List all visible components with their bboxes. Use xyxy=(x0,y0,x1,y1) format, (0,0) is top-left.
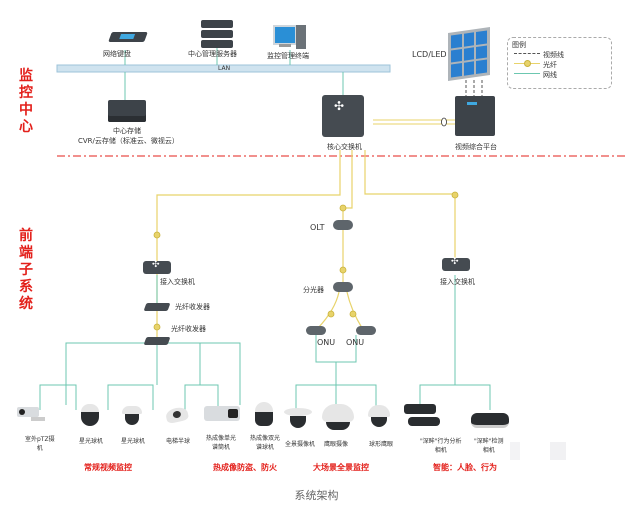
fiber-node xyxy=(339,266,347,274)
camera-eagle-eye[interactable] xyxy=(322,404,354,432)
camera-label: 鹰眼摄像 xyxy=(324,441,349,448)
fiber-node xyxy=(349,310,357,318)
camera-label: 星光球机 xyxy=(79,438,104,445)
cable-swatch xyxy=(514,72,540,74)
network-keyboard-icon[interactable] xyxy=(108,32,148,42)
onu-2-icon[interactable] xyxy=(356,326,376,335)
central-storage-icon[interactable] xyxy=(108,100,146,122)
network-keyboard-label: 网络键盘 xyxy=(103,50,131,58)
camera-label: "深眸"行为分析相机 xyxy=(420,438,462,454)
switch-arrows-icon: ✣ xyxy=(334,99,345,113)
section-frontend-subsystem: 前端子系统 xyxy=(19,228,33,312)
ptz-dome-icon xyxy=(81,412,99,426)
camera-thermal-ptz[interactable] xyxy=(255,402,273,428)
splitter-icon[interactable] xyxy=(333,282,353,292)
fiber-node xyxy=(339,204,347,212)
group-label-thermal: 热成像防盗、防火 xyxy=(213,463,277,472)
dome-camera-icon xyxy=(125,414,139,425)
mini-dome-icon xyxy=(172,410,182,419)
placeholder-shape xyxy=(550,442,566,460)
fiber-transceiver-2-label: 光纤收发器 xyxy=(171,325,206,333)
fiber-transceiver-1-icon[interactable] xyxy=(143,303,171,311)
fiber-ring-icon xyxy=(441,117,447,127)
core-switch-label: 核心交换机 xyxy=(327,143,362,151)
thermal-ptz-icon xyxy=(255,412,273,426)
onu-1-icon[interactable] xyxy=(306,326,326,335)
olt-label: OLT xyxy=(310,223,325,232)
onu-1-label: ONU xyxy=(317,338,336,347)
fiber-transceiver-1-label: 光纤收发器 xyxy=(175,303,210,311)
camera-starlight-dome-2[interactable] xyxy=(122,406,142,426)
central-storage-label: 中心存储 xyxy=(113,127,141,135)
camera-label: 全景摄像机 xyxy=(285,441,316,448)
camera-label: 室外pTZ摄机 xyxy=(25,436,55,452)
legend-item-video-line: 视频线 xyxy=(514,50,564,60)
fiber-swatch xyxy=(514,59,540,67)
fiber-node xyxy=(327,310,335,318)
center-mgmt-server-label: 中心管理服务器 xyxy=(188,50,237,58)
access-switch-right-icon[interactable]: ✣ xyxy=(442,257,470,271)
camera-label: "深眸"检测相机 xyxy=(474,438,504,454)
frontend-cables xyxy=(39,275,491,410)
group-label-regular-monitoring: 常规视频监控 xyxy=(84,463,132,472)
camera-label: 球形鹰眼 xyxy=(369,441,394,448)
figure-caption: 系统架构 xyxy=(294,489,339,502)
camera-detection[interactable] xyxy=(471,413,509,428)
legend: 图例 视频线 光纤 网线 xyxy=(507,37,612,89)
video-platform-label: 视频综合平台 xyxy=(455,143,497,151)
legend-title: 图例 xyxy=(512,41,526,49)
camera-label: 热成像单光谱筒机 xyxy=(206,435,237,451)
access-switch-left-icon[interactable]: ✣ xyxy=(143,260,171,274)
legend-item-network-cable: 网线 xyxy=(514,70,557,80)
fiber-node xyxy=(153,231,161,239)
panoramic-camera-icon xyxy=(290,416,306,428)
dashed-line-swatch xyxy=(514,52,540,54)
placeholder-shape xyxy=(510,442,520,460)
fiber-transceiver-2-icon[interactable] xyxy=(143,337,171,345)
section-monitoring-center: 监控中心 xyxy=(19,68,33,135)
legend-item-fiber: 光纤 xyxy=(514,59,557,70)
lan-label: LAN xyxy=(218,65,231,72)
server-icon[interactable] xyxy=(201,20,233,48)
video-wall-icon[interactable] xyxy=(448,27,490,81)
access-switch-right-label: 接入交换机 xyxy=(440,278,475,286)
camera-label: 星光球机 xyxy=(121,438,146,445)
access-switch-left-label: 接入交换机 xyxy=(160,278,195,286)
fiber-node xyxy=(153,323,161,331)
behavior-camera-icon xyxy=(408,417,440,426)
camera-outdoor-ptz[interactable] xyxy=(17,407,45,425)
thermal-bullet-icon xyxy=(228,409,238,418)
spherical-eye-icon xyxy=(371,417,387,427)
splitter-label: 分光器 xyxy=(303,286,324,294)
camera-panoramic[interactable] xyxy=(284,408,312,430)
monitor-terminal-icon[interactable] xyxy=(273,25,309,51)
olt-icon[interactable] xyxy=(333,220,353,230)
lan-bus xyxy=(56,64,391,73)
video-platform-icon[interactable] xyxy=(455,96,495,136)
camera-thermal-bullet[interactable] xyxy=(204,406,240,421)
fiber-node xyxy=(451,191,459,199)
display-wall-label: LCD/LED xyxy=(412,50,447,59)
group-label-smart: 智能：人脸、行为 xyxy=(433,463,497,472)
onu-2-label: ONU xyxy=(346,338,365,347)
core-switch-icon[interactable]: ✣ xyxy=(322,95,364,137)
video-lines xyxy=(465,80,483,96)
group-label-panoramic: 大场景全景监控 xyxy=(313,463,369,472)
camera-spherical-eagle-eye[interactable] xyxy=(368,405,390,429)
eagle-eye-icon xyxy=(326,422,350,430)
camera-label: 电梯半球 xyxy=(166,438,191,445)
camera-starlight-dome-1[interactable] xyxy=(81,404,99,428)
fiber-nodes xyxy=(153,191,459,331)
camera-behavior-analysis[interactable] xyxy=(404,404,440,428)
central-storage-sublabel: CVR/云存储（标准云、微视云） xyxy=(78,137,179,145)
monitor-terminal-label: 监控管理终端 xyxy=(267,52,309,60)
center-cables xyxy=(124,48,344,100)
camera-label: 热成像双光谱球机 xyxy=(250,435,281,451)
bullet-camera-icon xyxy=(17,407,39,417)
